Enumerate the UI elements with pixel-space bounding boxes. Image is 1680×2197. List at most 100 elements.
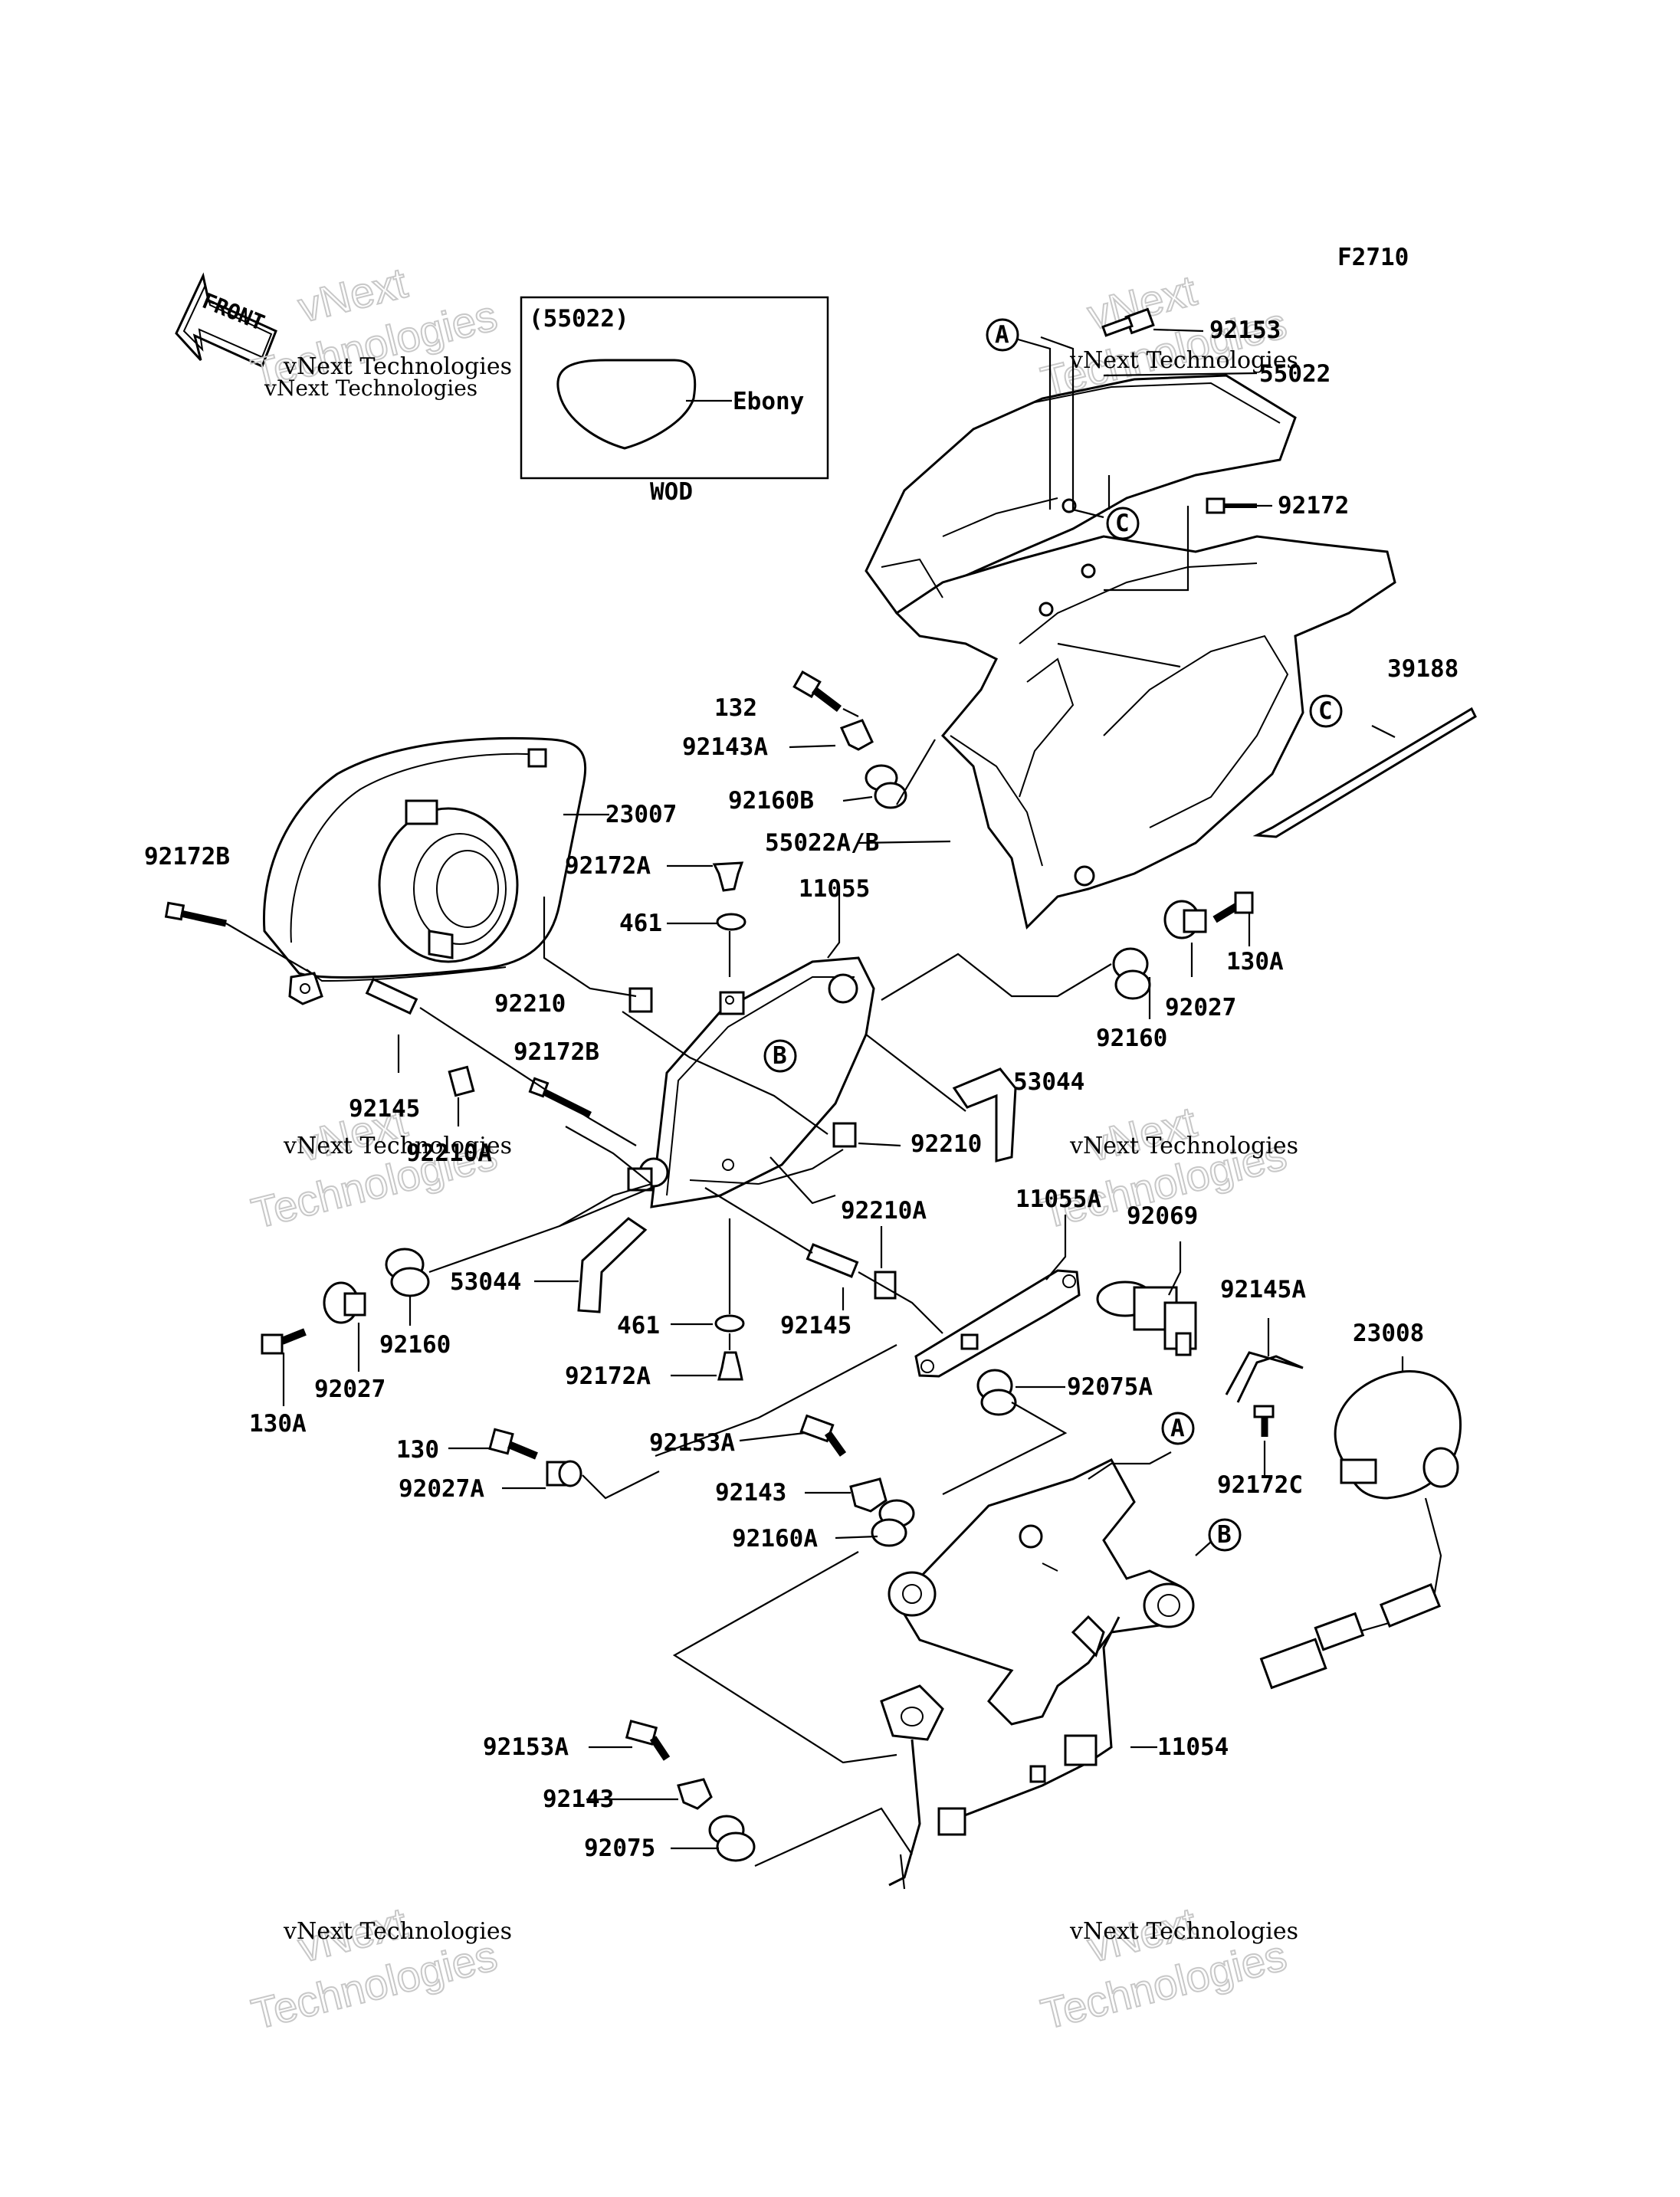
label-92210A-2: 92210A [841, 1197, 927, 1225]
callout-c-1: C [1115, 510, 1130, 537]
bolt-130A-1 [1212, 891, 1254, 923]
hose-53044-lower [577, 1217, 648, 1313]
grommet-92160B [865, 764, 907, 809]
watermark-text-1b: vNext Technologies [264, 375, 477, 401]
label-92027-1: 92027 [1165, 994, 1236, 1021]
collar-92027-1 [1163, 900, 1207, 939]
grommet-92075A [976, 1369, 1017, 1416]
label-11055A: 11055A [1016, 1185, 1101, 1213]
callout-c-2: C [1318, 697, 1333, 725]
label-461-1: 461 [619, 910, 662, 937]
upper-cowl [865, 374, 1396, 930]
headlight-23007 [262, 736, 587, 1005]
part-labels: 92153 55022 92172 39188 132 92143A 92160… [144, 316, 1459, 1862]
bolt-132 [792, 670, 842, 712]
label-92145-1: 92145 [349, 1095, 420, 1123]
watermark-text-3: vNext Technologies [283, 1133, 512, 1159]
clip-92210A-1 [448, 1065, 475, 1097]
label-92153A-1: 92153A [649, 1429, 735, 1457]
label-130: 130 [396, 1436, 439, 1464]
label-92172B-1: 92172B [144, 843, 230, 871]
label-39188: 39188 [1387, 655, 1459, 683]
label-92075A: 92075A [1067, 1373, 1153, 1401]
screw-92172A-1 [712, 861, 744, 892]
bolt-130 [488, 1428, 538, 1460]
watermark-text-1: vNext Technologies [283, 353, 512, 380]
label-92210-2: 92210 [911, 1130, 982, 1158]
spring-92145-1 [365, 977, 418, 1015]
watermark-text-5: vNext Technologies [283, 1918, 512, 1945]
label-11054: 11054 [1157, 1733, 1229, 1761]
callout-b-2: B [1217, 1521, 1232, 1549]
label-55022: 55022 [1259, 360, 1331, 388]
callout-circles: A C C B A B [763, 318, 1343, 1552]
label-92075: 92075 [584, 1835, 655, 1862]
label-130A-1: 130A [1226, 948, 1284, 976]
washer-461-2 [714, 1314, 745, 1333]
grommet-92160A [871, 1499, 915, 1547]
bolt-92153A-1 [799, 1414, 847, 1457]
collar-92027A [546, 1460, 582, 1487]
bolt-130A-2 [261, 1328, 307, 1355]
label-92145-2: 92145 [780, 1312, 851, 1340]
label-92153A-2: 92153A [483, 1733, 569, 1761]
bracket-11055 [627, 956, 875, 1208]
watermark-text-4: vNext Technologies [1069, 1133, 1298, 1159]
collar-92027-2 [323, 1281, 366, 1324]
label-461-2: 461 [617, 1312, 660, 1340]
clip-92145A [1225, 1351, 1304, 1403]
clip-92210A-2 [874, 1271, 897, 1300]
screw-92172 [1206, 497, 1257, 514]
label-92210-1: 92210 [494, 990, 566, 1018]
inset-shield-shape [556, 359, 697, 450]
label-92069: 92069 [1127, 1202, 1198, 1230]
label-23007: 23007 [605, 801, 677, 828]
stay-11054 [880, 1458, 1195, 1887]
watermark-5: vNext Technologies [246, 1897, 502, 2039]
variant-inset: (55022) Ebony WOD [520, 296, 829, 506]
inset-color: Ebony [733, 388, 804, 415]
fasteners [164, 307, 1275, 1862]
position-lamp-23008 [1259, 1370, 1462, 1690]
bolt-92153 [1101, 307, 1155, 337]
label-92172A-1: 92172A [565, 852, 651, 880]
bolt-92153A-2 [625, 1720, 671, 1761]
collar-92143-1 [849, 1477, 888, 1513]
label-53044-1: 53044 [1013, 1068, 1084, 1096]
screw-92172B-1 [164, 901, 227, 927]
inset-part: (55022) [529, 305, 629, 333]
collar-92143-2 [677, 1778, 713, 1810]
label-92172A-2: 92172A [565, 1362, 651, 1390]
callout-a-2: A [1170, 1415, 1185, 1442]
bulb-92069 [1096, 1280, 1197, 1356]
watermark-text-6: vNext Technologies [1069, 1918, 1298, 1945]
label-23008: 23008 [1353, 1320, 1424, 1347]
spring-92145-2 [806, 1243, 859, 1278]
label-92027-2: 92027 [314, 1376, 386, 1403]
label-11055: 11055 [799, 875, 870, 903]
grommet-92075 [708, 1815, 756, 1862]
screw-92172B-2 [528, 1077, 592, 1119]
washer-461-1 [716, 913, 746, 931]
watermark-text-2: vNext Technologies [1069, 347, 1298, 374]
screw-92172A-2 [717, 1351, 743, 1381]
stripe-39188 [1252, 707, 1477, 838]
grommet-92160-1 [1112, 947, 1151, 1000]
inset-code: WOD [650, 478, 693, 506]
screw-92172C [1253, 1405, 1275, 1437]
collar-92143A [839, 719, 874, 751]
label-92143-2: 92143 [543, 1785, 614, 1813]
grommet-92160-2 [385, 1248, 430, 1297]
label-92145A: 92145A [1220, 1276, 1306, 1303]
label-92160B: 92160B [728, 787, 814, 815]
label-92160A: 92160A [732, 1525, 818, 1553]
callout-a-1: A [995, 321, 1009, 349]
label-132: 132 [714, 694, 757, 722]
label-55022AB: 55022A/B [765, 829, 879, 857]
label-92153: 92153 [1209, 316, 1281, 344]
label-92160-2: 92160 [379, 1331, 451, 1359]
label-92172C: 92172C [1217, 1471, 1303, 1499]
watermark-6: vNext Technologies [1035, 1897, 1291, 2039]
label-130A-2: 130A [249, 1410, 307, 1438]
